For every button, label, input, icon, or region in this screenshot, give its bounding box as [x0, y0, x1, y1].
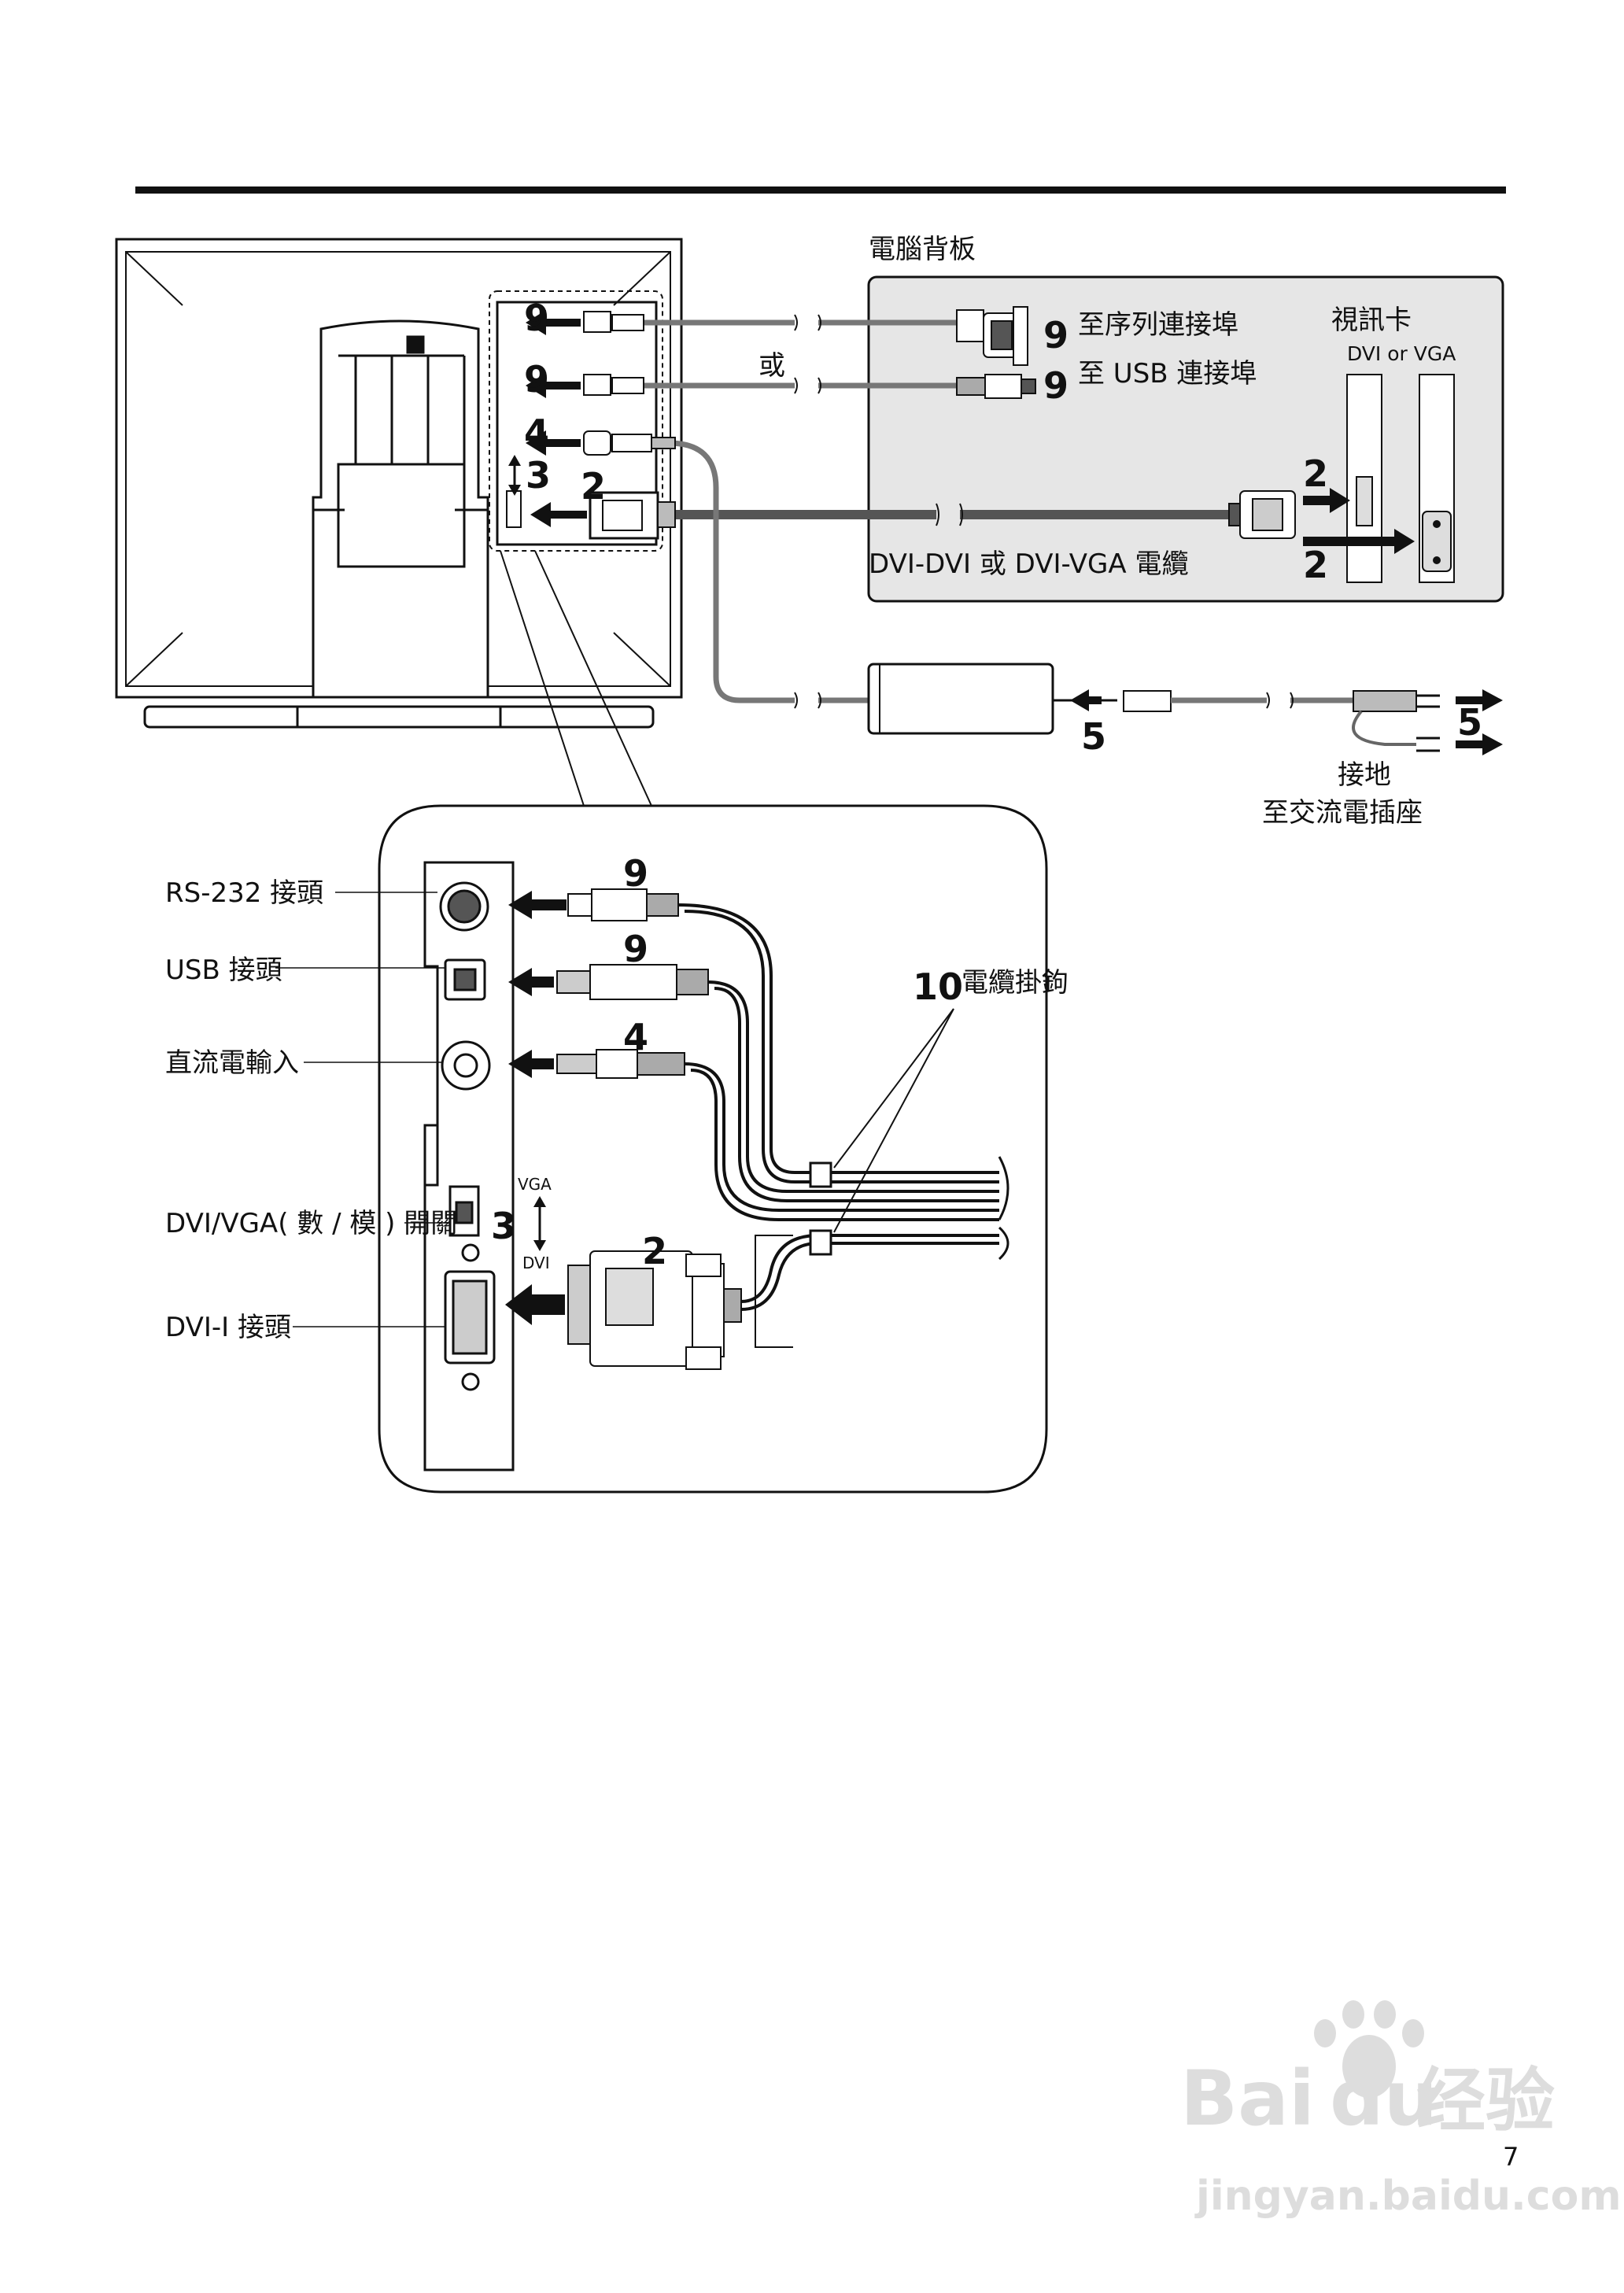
watermark-url: jingyan.baidu.com — [1194, 2173, 1622, 2220]
dc-in-label: 直流電輸入 — [165, 1047, 299, 1079]
dvi-small-label: DVI — [522, 1254, 550, 1272]
cable-plugs-monitor — [611, 314, 676, 528]
watermark-cn: 经验 — [1416, 2060, 1555, 2141]
to-usb-label: 至 USB 連接埠 — [1078, 358, 1257, 390]
cable-hooks — [755, 1161, 832, 1348]
monitor-connector-panel — [489, 290, 663, 552]
step-usb-monitor: 9 — [524, 358, 549, 401]
step-ac-adapter: 5 — [1081, 715, 1106, 758]
detail-back-panel — [423, 861, 515, 1471]
step-serial-detail: 9 — [623, 852, 648, 895]
cable-hook-label: 電纜掛鉤 — [961, 967, 1069, 999]
baidu-watermark: Bai du 经验 jingyan.baidu.com — [1180, 2000, 1622, 2220]
watermark-brand-mid: du — [1330, 2055, 1438, 2143]
detail-plugs — [556, 888, 742, 1370]
serial-connector-pc — [956, 306, 1028, 366]
step-serial-pc: 9 — [1043, 314, 1069, 356]
step-video-detail: 2 — [642, 1230, 667, 1272]
ac-cord — [1053, 690, 1440, 752]
video-card-label: 視訊卡 — [1331, 305, 1412, 336]
step-serial-monitor: 9 — [524, 297, 549, 339]
cable-name-label: DVI-DVI 或 DVI-VGA 電纜 — [869, 548, 1188, 580]
page-number: 7 — [1503, 2142, 1519, 2172]
monitor-rear — [115, 238, 683, 729]
monitor-step-arrows — [508, 310, 587, 527]
leader-lines — [275, 892, 450, 1327]
step-switch-monitor: 3 — [526, 454, 551, 497]
pc-rear-title: 電腦背板 — [869, 234, 976, 265]
dvi-plug-pc — [1228, 490, 1296, 539]
dvi-or-vga-label: DVI or VGA — [1347, 342, 1456, 365]
zoom-lines — [500, 550, 652, 807]
step-switch-detail: 3 — [491, 1205, 516, 1247]
header-rule — [135, 186, 1506, 194]
switch-label: DVI/VGA( 數 / 模 ) 開關 — [165, 1208, 457, 1239]
step-video-pc-1: 2 — [1303, 452, 1328, 495]
or-label: 或 — [758, 350, 785, 382]
step-ac-plug: 5 — [1457, 701, 1482, 744]
step-power-detail: 4 — [623, 1016, 648, 1058]
power-adapter — [867, 663, 1054, 735]
step-video-pc-2: 2 — [1303, 544, 1328, 586]
paw-logo — [1314, 2000, 1424, 2098]
step-video-monitor: 2 — [581, 465, 606, 508]
to-ac-label: 至交流電插座 — [1262, 797, 1423, 829]
usb-connector-pc — [956, 374, 1036, 399]
step-power-monitor: 4 — [524, 412, 549, 454]
video-arrows-pc — [1303, 488, 1415, 554]
ground-label: 接地 — [1338, 759, 1391, 791]
step-hook: 10 — [913, 966, 963, 1008]
hook-pointers — [833, 1008, 954, 1233]
dvi-i-label: DVI-I 接頭 — [165, 1312, 291, 1343]
detail-arrows — [505, 891, 567, 1325]
detail-cables — [677, 903, 1009, 1311]
rs232-label: RS-232 接頭 — [165, 877, 323, 909]
watermark-brand: Bai — [1180, 2055, 1315, 2143]
step-usb-pc: 9 — [1043, 364, 1069, 407]
vga-small-label: VGA — [518, 1175, 552, 1194]
video-card-slots — [1346, 374, 1455, 583]
to-serial-label: 至序列連接埠 — [1078, 309, 1238, 341]
ac-arrows — [1070, 689, 1503, 755]
step-usb-detail: 9 — [623, 928, 648, 970]
usb-connector-label: USB 接頭 — [165, 954, 282, 986]
